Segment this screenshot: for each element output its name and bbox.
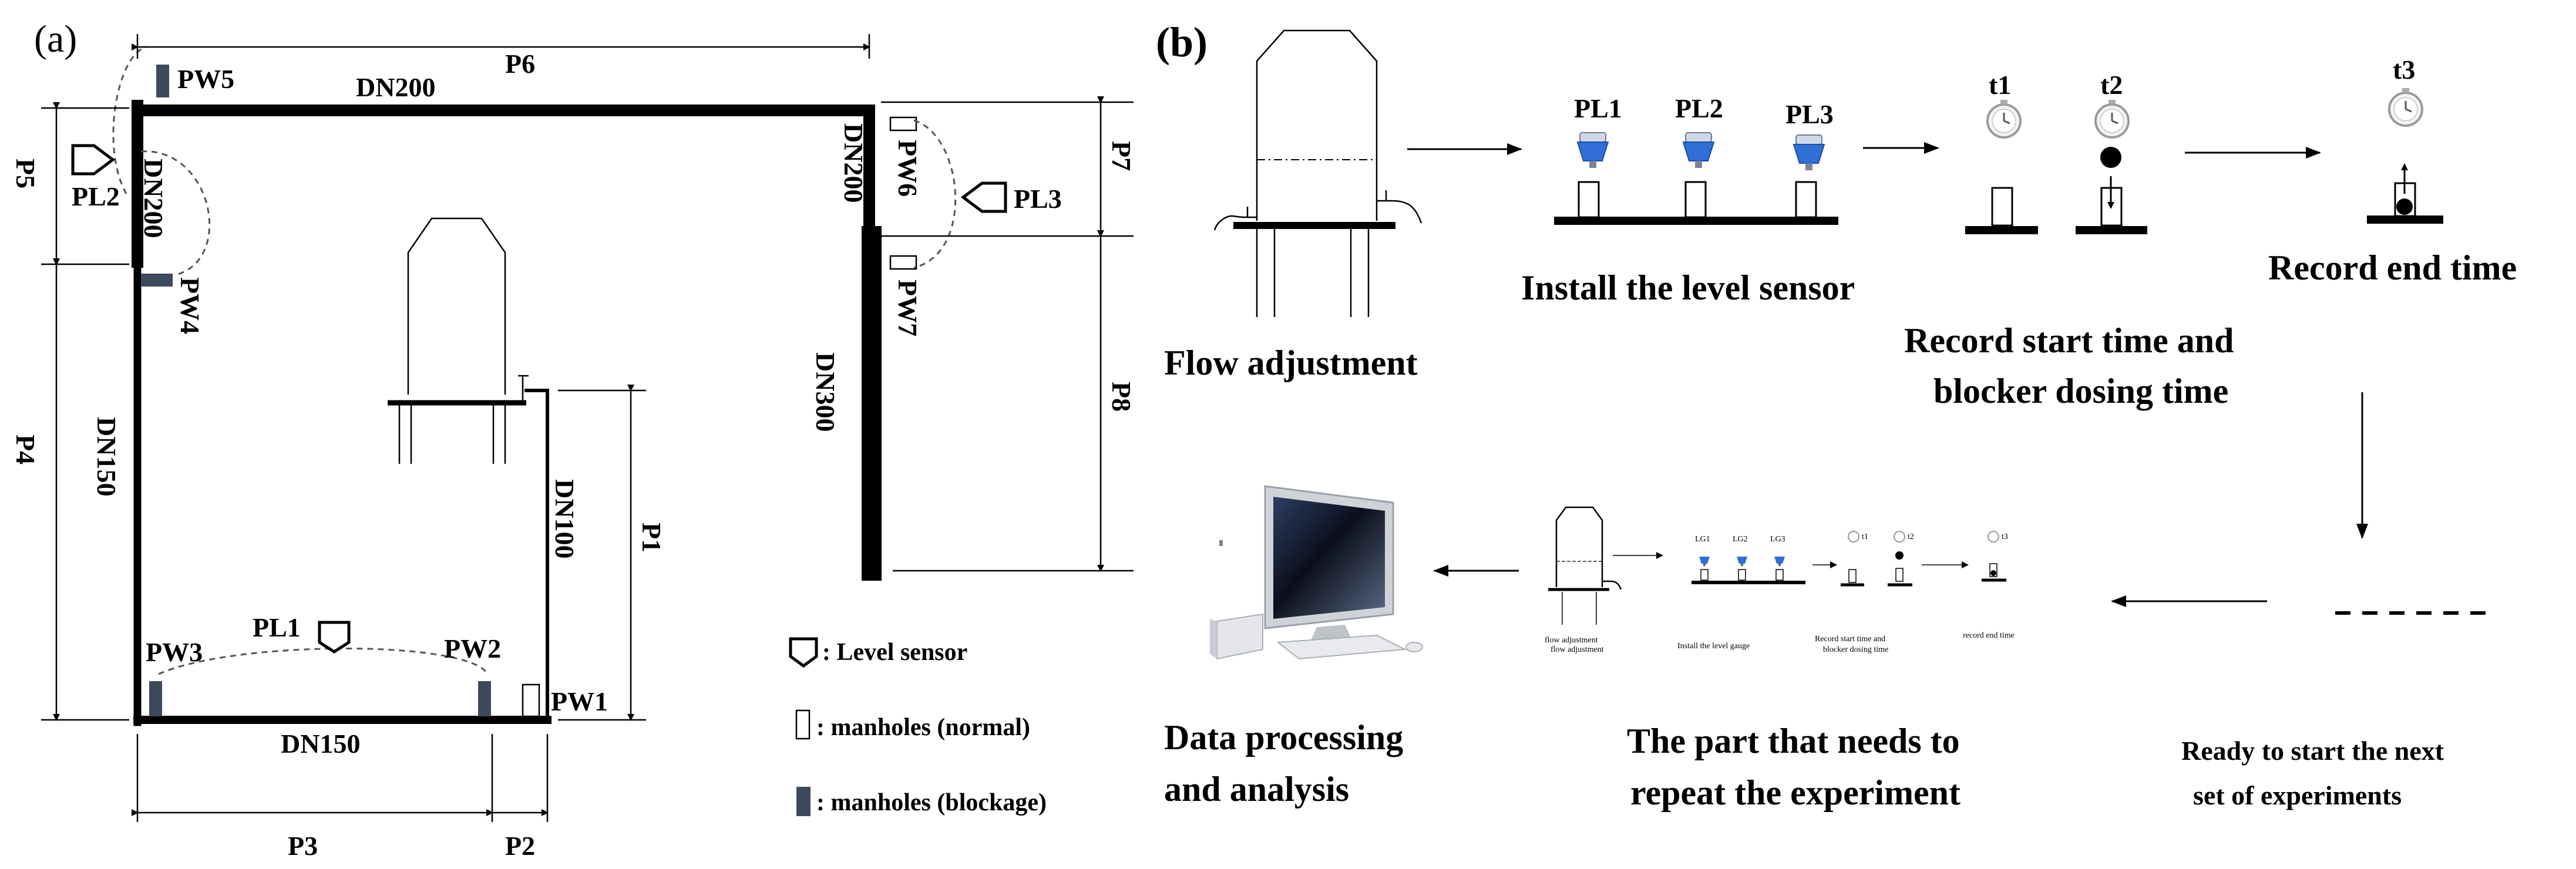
label-pw6: PW6	[893, 140, 923, 197]
computer-icon	[1210, 485, 1423, 660]
panel-b: (b) Flow adjustment PL1	[1156, 19, 2517, 812]
dim-label-p2: P2	[505, 831, 535, 861]
step-data-1: Data processing	[1164, 718, 1403, 757]
manhole-pw2-blockage	[478, 681, 491, 716]
dimension-lines	[41, 34, 1134, 822]
label-pl1: PL1	[253, 612, 301, 642]
level-sensor-pl1	[318, 621, 351, 654]
label-pw2: PW2	[444, 634, 501, 663]
pipe-label-bottom: DN150	[281, 729, 360, 759]
manhole-pw1-normal	[522, 683, 540, 718]
step-record-start-1: Record start time and	[1904, 321, 2234, 360]
b-label-pl2: PL2	[1675, 93, 1723, 123]
b-label-pl3: PL3	[1785, 99, 1834, 129]
dim-label-p7: P7	[1107, 141, 1136, 171]
level-sensor-pl3	[960, 181, 1007, 213]
manhole-pw5-blockage	[156, 65, 169, 97]
manhole-pw7-normal	[889, 255, 917, 270]
pipe-inner-dn100	[524, 389, 549, 719]
pipe-label-right-upper: DN200	[839, 123, 869, 203]
dash-pl2-pw5	[112, 46, 147, 194]
step-record-end: Record end time	[2268, 248, 2517, 287]
end-time-illustration	[2367, 87, 2443, 224]
mini-start-2: blocker dosing time	[1823, 645, 1888, 654]
panel-b-label: (b)	[1156, 19, 1208, 66]
mini-t1: t1	[1862, 533, 1868, 541]
pipe-label-left-upper: DN200	[139, 159, 169, 238]
pipe-top-dn200	[133, 105, 875, 242]
dim-label-p4: P4	[11, 435, 41, 464]
dim-label-p1: P1	[637, 523, 667, 553]
b-label-t3: t3	[2393, 55, 2415, 85]
step-next-set-1: Ready to start the next	[2181, 736, 2444, 766]
dash-pw4	[140, 150, 211, 276]
mini-install: Install the level gauge	[1677, 642, 1750, 651]
label-pw5: PW5	[177, 64, 234, 94]
manhole-pw4-blockage	[141, 274, 173, 287]
panel-a-label: (a)	[34, 18, 77, 60]
legend-level-sensor-icon	[789, 637, 818, 668]
dash-pw6-pw7	[913, 119, 957, 269]
install-sensor-illustration	[1554, 132, 1838, 225]
mini-lg2: LG2	[1733, 535, 1748, 544]
start-time-illustration	[1965, 99, 2147, 234]
dim-label-p8: P8	[1107, 382, 1136, 412]
legend-manhole-normal-icon	[795, 709, 811, 740]
mini-flow-2: flow adjustment	[1551, 645, 1604, 654]
step-install-sensor: Install the level sensor	[1521, 268, 1855, 307]
b-label-t2: t2	[2100, 70, 2123, 100]
step-data-2: and analysis	[1164, 770, 1349, 809]
mini-t3: t3	[2002, 533, 2008, 541]
legend-manhole-blockage-text: : manholes (blockage)	[816, 789, 1047, 816]
label-pw3: PW3	[146, 637, 203, 667]
legend-manhole-normal-text: : manholes (normal)	[816, 714, 1030, 741]
mini-lg1: LG1	[1695, 535, 1710, 544]
pipe-label-left-lower: DN150	[92, 417, 122, 496]
label-pl3: PL3	[1014, 184, 1062, 214]
panel-a: (a)	[11, 18, 1136, 861]
mini-flow-1: flow adjustment	[1545, 636, 1598, 645]
label-pw4: PW4	[175, 277, 205, 334]
manhole-pw6-normal	[889, 116, 917, 132]
dash-pw3-pw2	[158, 648, 489, 675]
mini-t2: t2	[1908, 533, 1914, 541]
level-sensor-pl2	[71, 144, 116, 176]
label-pw1: PW1	[551, 686, 608, 716]
dim-label-p6: P6	[505, 49, 535, 79]
manhole-pw3-blockage	[149, 681, 162, 716]
b-label-pl1: PL1	[1574, 93, 1622, 123]
legend-level-sensor-text: : Level sensor	[822, 639, 967, 666]
step-record-start-2: blocker dosing time	[1933, 372, 2228, 410]
mini-end: record end time	[1963, 631, 2015, 640]
legend-manhole-blockage-icon	[796, 787, 811, 816]
pipe-label-top: DN200	[356, 72, 435, 102]
repeat-mini-diagram	[1548, 506, 2006, 625]
label-pl2: PL2	[72, 181, 120, 211]
pipe-label-inner: DN100	[550, 479, 580, 558]
step-repeat-1: The part that needs to	[1627, 722, 1960, 760]
tank-icon	[388, 217, 529, 464]
step-repeat-2: repeat the experiment	[1630, 773, 1960, 812]
dim-label-p3: P3	[288, 831, 318, 861]
mini-lg3: LG3	[1770, 535, 1785, 544]
dim-label-p5: P5	[11, 159, 41, 188]
step-flow-adjustment: Flow adjustment	[1164, 343, 1418, 382]
pipe-label-right-lower: DN300	[811, 352, 840, 432]
b-label-t1: t1	[1989, 70, 2011, 100]
mini-start-1: Record start time and	[1815, 635, 1885, 644]
flow-adjustment-tank	[1213, 29, 1422, 317]
step-next-set-2: set of experiments	[2193, 780, 2402, 810]
label-pw7: PW7	[893, 279, 923, 336]
legend: : Level sensor : manholes (normal) : man…	[789, 637, 1047, 816]
